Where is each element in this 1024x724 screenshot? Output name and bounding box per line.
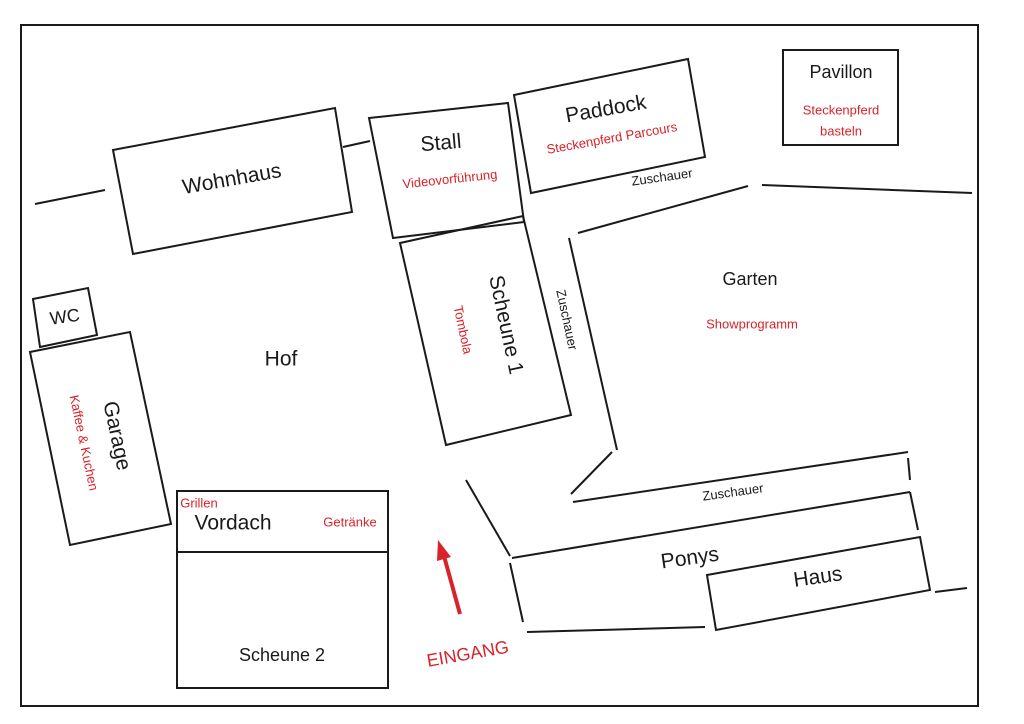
building-haus: Haus <box>705 535 932 632</box>
fence-line <box>568 237 618 451</box>
fence-line <box>509 562 524 623</box>
scheune1-activity: Tombola <box>451 304 476 356</box>
building-wohnhaus: Wohnhaus <box>111 106 354 256</box>
building-scheune-1: Scheune 1 Tombola <box>398 214 573 447</box>
entrance-arrow-icon <box>437 540 462 615</box>
building-vordach: Grillen Vordach Getränke <box>176 490 389 553</box>
vordach-label: Vordach <box>194 512 271 535</box>
hof-label: Hof <box>265 348 298 371</box>
stall-label: Stall <box>420 130 463 156</box>
pavillon-label: Pavillon <box>809 62 872 82</box>
garten-activity: Showprogramm <box>706 316 798 331</box>
getraenke-label: Getränke <box>323 514 376 529</box>
scheune2-label: Scheune 2 <box>239 645 325 665</box>
pavillon-activity-line2: basteln <box>820 123 862 138</box>
stall-activity: Videovorführung <box>402 167 498 192</box>
zuschauer-bottom-label: Zuschauer <box>701 480 765 503</box>
wc-label: WC <box>49 305 81 329</box>
haus-label: Haus <box>792 562 844 592</box>
fence-line <box>570 451 613 495</box>
grillen-label: Grillen <box>180 495 218 510</box>
ponys-label: Ponys <box>659 543 720 574</box>
zuschauer-top-label: Zuschauer <box>630 165 694 188</box>
map-border <box>20 24 979 707</box>
wohnhaus-label: Wohnhaus <box>181 159 284 199</box>
fence-line <box>34 189 106 205</box>
paddock-label: Paddock <box>564 91 649 128</box>
garten-label: Garten <box>722 269 777 289</box>
building-scheune-2: Scheune 2 <box>176 551 389 689</box>
pavillon-activity-line1: Steckenpferd <box>803 102 880 117</box>
fence-line <box>761 184 973 194</box>
scheune1-label: Scheune 1 <box>484 273 527 376</box>
garage-activity: Kaffee & Kuchen <box>67 394 102 492</box>
fence-line <box>577 185 749 234</box>
building-garage: Garage Kaffee & Kuchen <box>28 330 173 547</box>
fence-line <box>526 626 706 633</box>
garage-label: Garage <box>98 399 135 472</box>
zuschauer-side-label: Zuschauer <box>553 288 581 352</box>
fence-line <box>909 491 919 531</box>
fence-line <box>342 140 371 148</box>
fence-line <box>572 451 909 503</box>
fence-line <box>934 587 968 593</box>
eingang-label: EINGANG <box>425 637 510 671</box>
building-wc: WC <box>31 286 99 349</box>
fence-line <box>465 479 511 557</box>
building-stall: Stall Videovorführung <box>367 101 526 240</box>
building-pavillon: Pavillon Steckenpferd basteln <box>782 49 899 146</box>
paddock-activity: Steckenpferd Parcours <box>545 119 678 157</box>
fence-line <box>511 491 911 559</box>
fence-line <box>907 457 911 481</box>
